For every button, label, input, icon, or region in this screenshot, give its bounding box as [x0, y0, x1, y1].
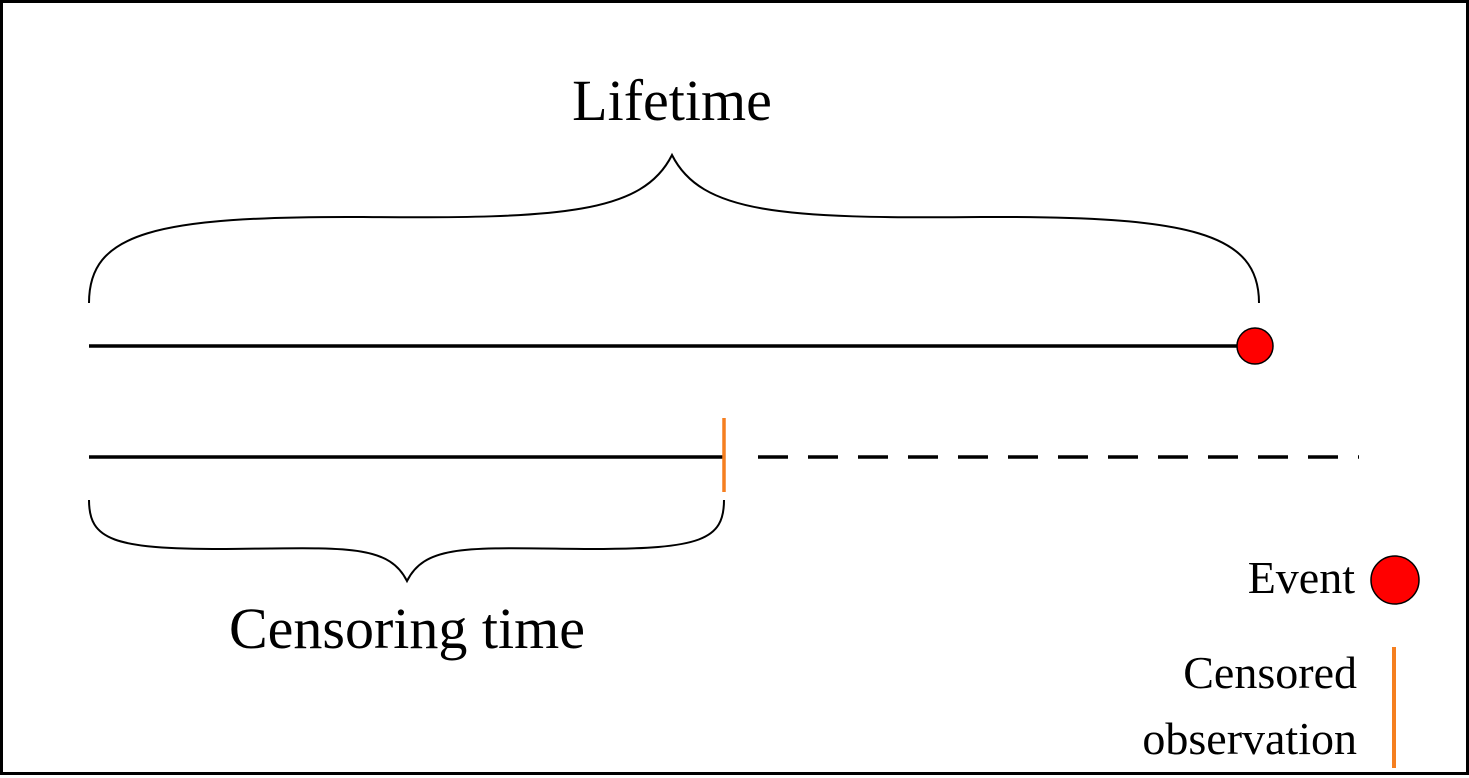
legend-event-label: Event [1248, 552, 1356, 603]
legend-censored-label-line1: Censored [1183, 647, 1357, 698]
legend-event-marker [1370, 555, 1420, 605]
lifetime-brace [88, 152, 1260, 304]
survival-diagram: Lifetime Censoring time Event Censored o… [88, 68, 1420, 768]
censoring-time-label: Censoring time [229, 596, 585, 661]
legend-censored-label-line2: observation [1142, 713, 1357, 764]
event-marker [1236, 327, 1274, 365]
censoring-time-brace [88, 499, 725, 584]
lifetime-label: Lifetime [572, 68, 772, 133]
legend: Event Censored observation [1142, 552, 1420, 768]
